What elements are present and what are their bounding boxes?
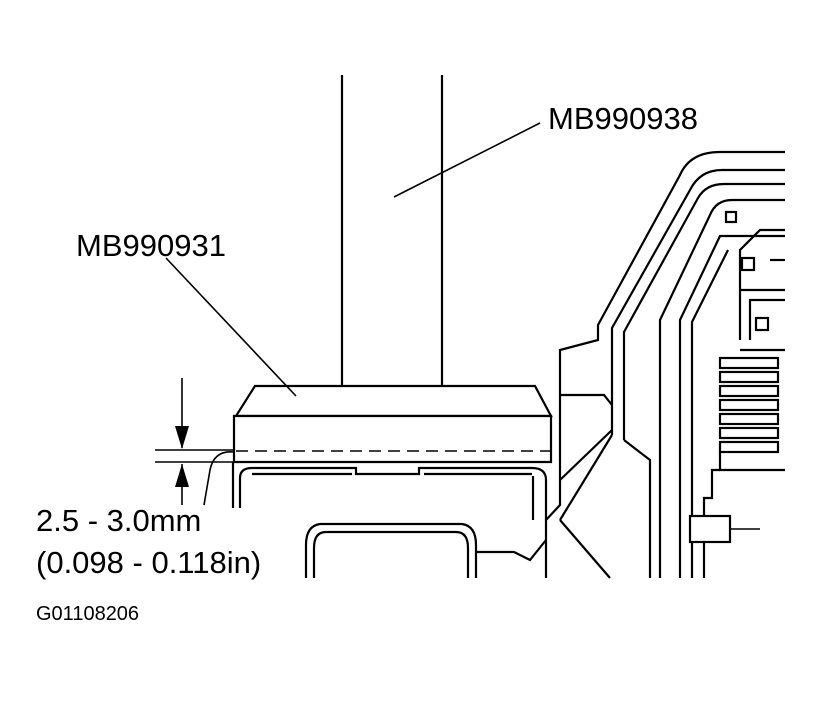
figure-id: G01108206 (36, 603, 140, 625)
piston-part (231, 462, 548, 578)
leader-lines (165, 122, 541, 397)
label-measurement-mm: 2.5 - 3.0mm (36, 503, 202, 538)
label-mb990938: MB990938 (548, 101, 698, 136)
label-measurement-in: (0.098 - 0.118in) (36, 545, 262, 580)
tool-shaft-mb990938 (340, 75, 444, 386)
leader-line-mb990938 (393, 122, 541, 198)
leader-line-mb990931 (165, 257, 297, 397)
tool-block-mb990931 (232, 384, 553, 464)
transmission-housing (544, 150, 785, 579)
measurement-dimension (155, 378, 235, 506)
label-mb990931: MB990931 (76, 228, 226, 263)
